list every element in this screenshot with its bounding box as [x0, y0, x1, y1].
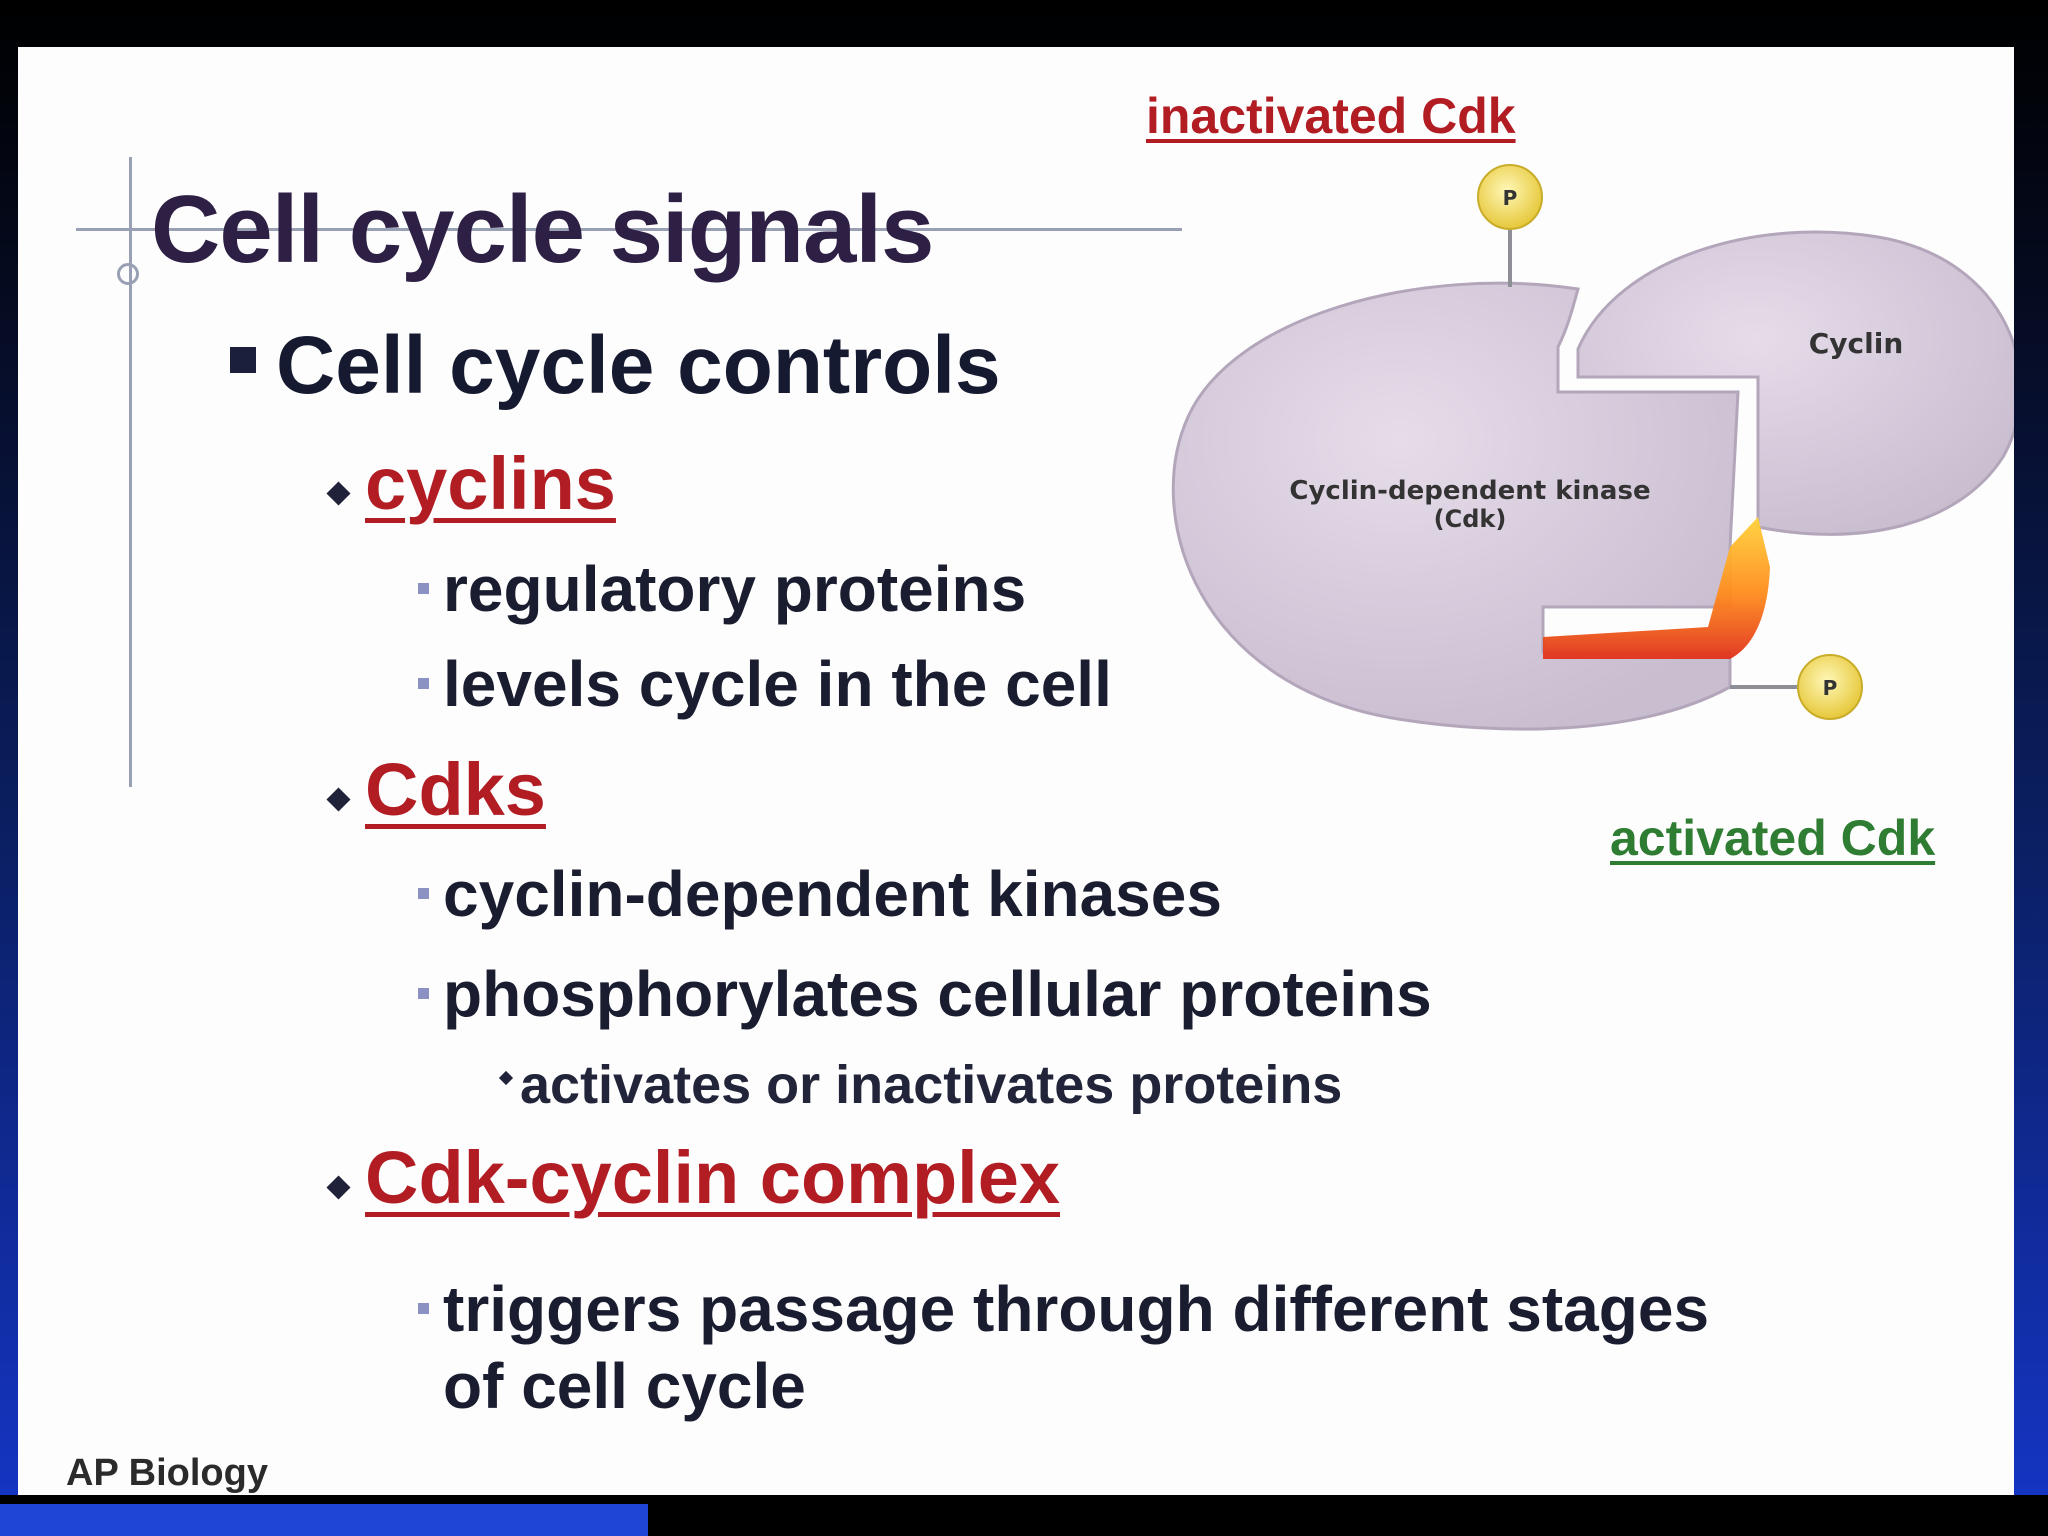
small-square-bullet-icon: [418, 678, 429, 689]
cdk-cyclin-diagram: P P Cyclin Cyclin-dependent kinase (Cdk): [1171, 164, 2014, 731]
small-square-bullet-icon: [418, 1303, 429, 1314]
small-square-bullet-icon: [418, 888, 429, 899]
bullet-cell-cycle-controls: Cell cycle controls: [276, 320, 1001, 411]
cyclins-point-2: levels cycle in the cell: [443, 648, 1112, 720]
phosphate-bottom-icon: [1797, 654, 1863, 720]
cdk-protein: [1171, 281, 1740, 731]
cyclin-label: Cyclin: [1809, 327, 1904, 360]
active-site: [1543, 517, 1770, 659]
complex-point-line-1: triggers passage through different stage…: [443, 1273, 1710, 1345]
cyclin-protein: [1576, 230, 2014, 536]
crosshair-icon: [117, 263, 139, 285]
slide: Cell cycle signals Cell cycle controls c…: [18, 47, 2014, 1495]
square-bullet-icon: [230, 347, 256, 373]
heading-cyclins: cyclins: [365, 442, 616, 525]
complex-point-line-2: of cell cycle: [443, 1350, 806, 1422]
footer-ap-biology: AP Biology: [66, 1452, 268, 1494]
cdks-subpoint: activates or inactivates proteins: [520, 1055, 1343, 1115]
cdk-label-line1: Cyclin-dependent kinase: [1289, 476, 1650, 506]
phosphate-top-label: P: [1503, 186, 1518, 210]
slide-title: Cell cycle signals: [151, 176, 934, 283]
activated-cdk-label: activated Cdk: [1610, 810, 1936, 866]
cdks-point-1: cyclin-dependent kinases: [443, 858, 1222, 930]
phosphate-top-icon: [1477, 164, 1543, 230]
inactivated-cdk-label: inactivated Cdk: [1146, 88, 1516, 144]
blue-tab: [0, 1504, 648, 1536]
cdk-label-line2: (Cdk): [1434, 505, 1507, 533]
cdks-point-2: phosphorylates cellular proteins: [443, 958, 1432, 1030]
cyclins-point-1: regulatory proteins: [443, 553, 1027, 625]
left-guide-line: [129, 157, 132, 787]
title-guide-line: [76, 228, 1182, 231]
phosphate-bottom-label: P: [1823, 676, 1838, 700]
heading-cdk-cyclin-complex: Cdk-cyclin complex: [365, 1136, 1061, 1219]
small-square-bullet-icon: [418, 583, 429, 594]
heading-cdks: Cdks: [365, 748, 546, 831]
small-square-bullet-icon: [418, 988, 429, 999]
